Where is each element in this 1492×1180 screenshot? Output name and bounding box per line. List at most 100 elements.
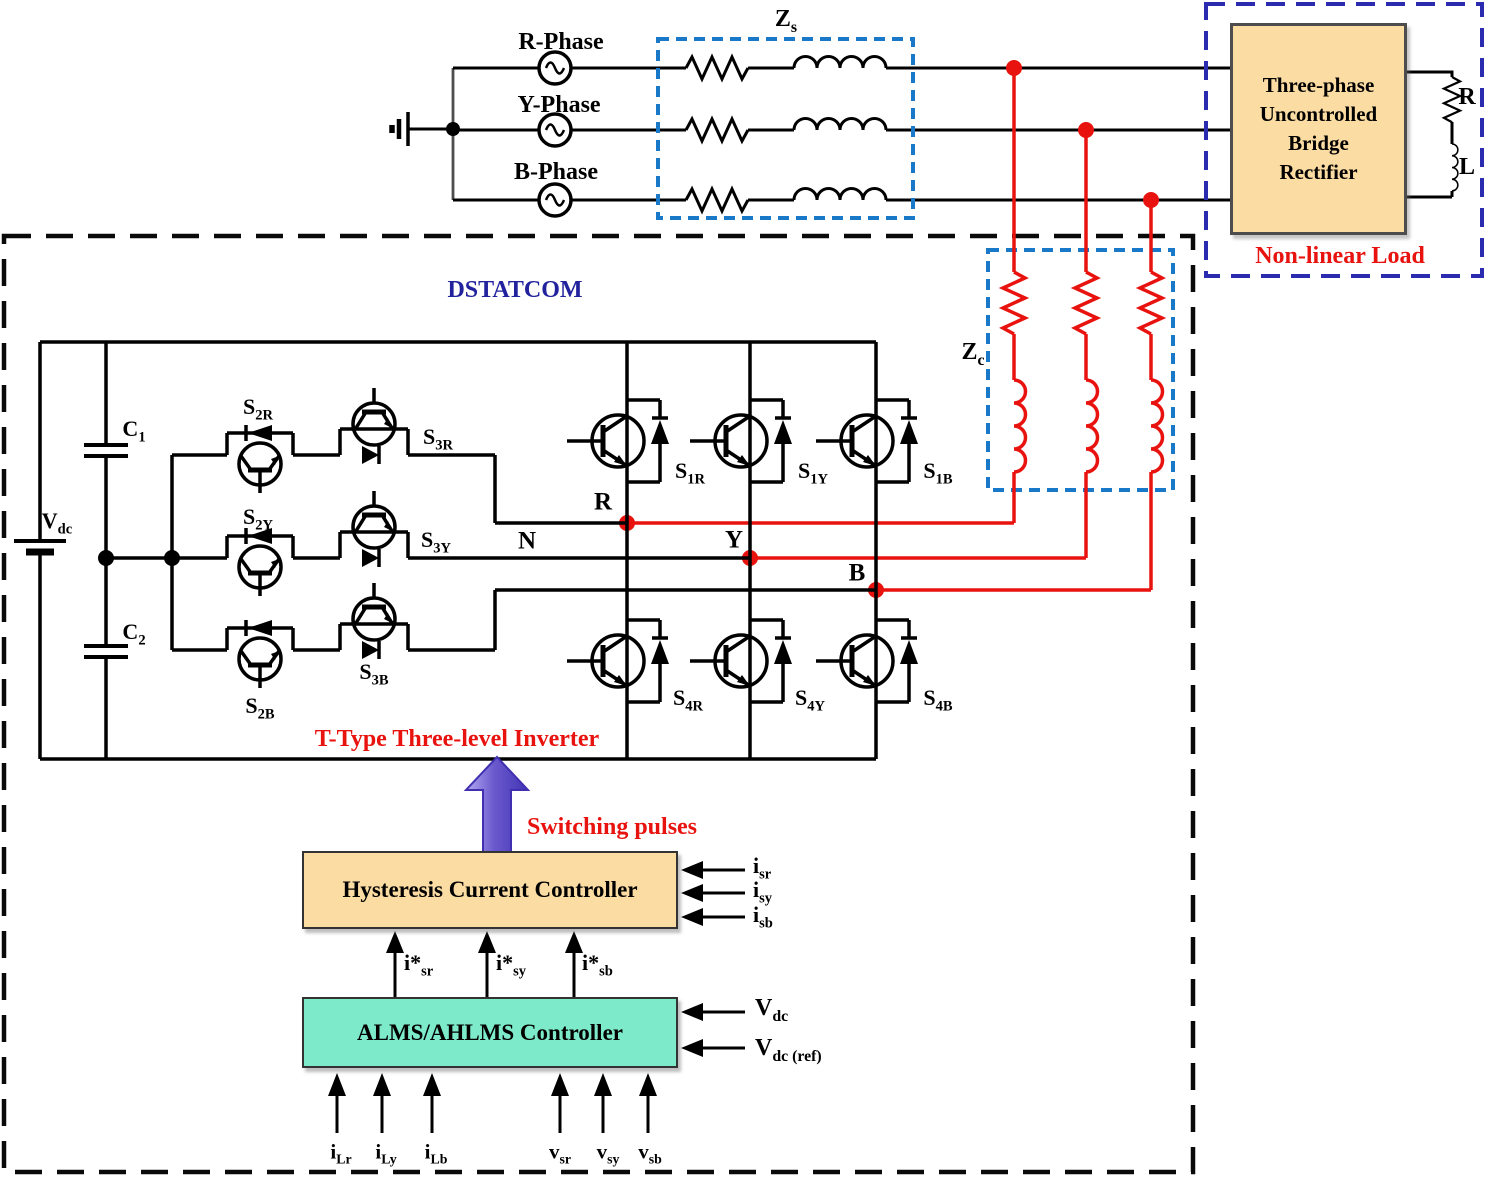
zc-inductor-r bbox=[1012, 378, 1028, 474]
ref-sr-arrowhead bbox=[386, 931, 404, 953]
switch-s2r bbox=[227, 425, 293, 493]
capacitor-plates bbox=[84, 443, 128, 659]
ref-current-sr-label: i*sr bbox=[404, 950, 434, 980]
zc-branch-b-wire bbox=[876, 200, 1153, 592]
vdcref-input-label: Vdc (ref) bbox=[755, 1035, 822, 1065]
vdcref-arrowhead bbox=[681, 1039, 703, 1057]
switch-s3r bbox=[340, 388, 408, 464]
midpoint-dot bbox=[98, 550, 114, 566]
switch-s4y bbox=[690, 620, 792, 702]
hysteresis-controller-label: Hysteresis Current Controller bbox=[342, 877, 638, 902]
b-phase-ac-source-icon bbox=[537, 182, 573, 218]
inverter-caption: T-Type Three-level Inverter bbox=[314, 726, 600, 752]
vdc-input-label: Vdc bbox=[755, 995, 789, 1025]
r-phase-label: R-Phase bbox=[518, 29, 604, 55]
coupling-branches bbox=[627, 68, 1165, 592]
zc-resistor-r bbox=[1001, 270, 1027, 336]
rectifier-line-1: Three-phase bbox=[1262, 73, 1375, 97]
y-phase-ac-source-icon bbox=[537, 112, 573, 148]
ground-symbol bbox=[389, 112, 453, 146]
zc-branch-y-wire bbox=[750, 130, 1088, 560]
s3b-label: S3B bbox=[359, 659, 389, 689]
b-phase-source-inductor bbox=[792, 187, 888, 202]
rectifier-line-4: Rectifier bbox=[1279, 160, 1358, 184]
node-r-label: R bbox=[593, 488, 613, 516]
r-phase-source-resistor bbox=[684, 55, 750, 81]
s3r-label: S3R bbox=[423, 424, 453, 454]
rectifier-rl-load bbox=[1407, 70, 1462, 199]
switch-s3y bbox=[340, 491, 408, 567]
switch-s4b bbox=[816, 620, 918, 702]
control-signal-arrows bbox=[328, 861, 745, 1133]
zc-inductor-b bbox=[1149, 378, 1165, 474]
vsy-input-label: vsy bbox=[596, 1139, 620, 1167]
ref-sy-arrowhead bbox=[478, 931, 496, 953]
vsr-arrowhead bbox=[551, 1073, 569, 1096]
ilb-arrowhead bbox=[423, 1073, 441, 1096]
ilr-arrowhead bbox=[328, 1073, 346, 1096]
nonlinear-load-caption: Non-linear Load bbox=[1255, 243, 1425, 269]
phase-legs bbox=[625, 342, 878, 759]
dstatcom-title: DSTATCOM bbox=[447, 277, 583, 303]
clamp-branch-b bbox=[172, 588, 876, 652]
s1b-label: S1B bbox=[923, 458, 953, 488]
switch-s3b bbox=[340, 583, 408, 659]
node-y-label: Y bbox=[724, 526, 744, 554]
hysteresis-controller-box: Hysteresis Current Controller bbox=[302, 851, 678, 929]
zs-impedance-box bbox=[656, 37, 915, 220]
isb-input-label: isb bbox=[753, 902, 773, 932]
switching-pulses-label: Switching pulses bbox=[526, 814, 698, 840]
ref-current-sy-label: i*sy bbox=[496, 950, 527, 980]
y-phase-source-resistor bbox=[684, 117, 750, 143]
rectifier-line-3: Bridge bbox=[1288, 131, 1349, 155]
isy-input-label: isy bbox=[753, 877, 773, 907]
zc-resistor-y bbox=[1073, 270, 1099, 336]
three-phase-source bbox=[389, 50, 1230, 218]
isb-arrowhead bbox=[681, 908, 703, 926]
dstatcom-box bbox=[1, 233, 1196, 1175]
s4r-label: S4R bbox=[673, 685, 703, 715]
alms-controller-box: ALMS/AHLMS Controller bbox=[302, 997, 678, 1068]
load-r-label: R bbox=[1458, 84, 1476, 110]
ilr-input-label: iLr bbox=[330, 1139, 352, 1167]
s1y-label: S1Y bbox=[798, 458, 828, 488]
s4y-label: S4Y bbox=[795, 685, 825, 715]
load-inductor bbox=[1451, 143, 1459, 192]
s2r-label: S2R bbox=[243, 394, 273, 424]
rectifier-box: Three-phase Uncontrolled Bridge Rectifie… bbox=[1230, 23, 1407, 235]
zc-branch-r-wire bbox=[627, 68, 1016, 525]
switch-s1b bbox=[816, 400, 918, 482]
r-phase-source-inductor bbox=[792, 55, 888, 70]
y-phase-label: Y-Phase bbox=[517, 92, 601, 118]
s2b-label: S2B bbox=[245, 693, 275, 723]
switch-s1r bbox=[567, 400, 669, 482]
isy-arrowhead bbox=[681, 884, 703, 902]
alms-controller-label: ALMS/AHLMS Controller bbox=[357, 1019, 623, 1045]
r-phase-ac-source-icon bbox=[537, 50, 573, 86]
switching-pulses-arrow bbox=[463, 755, 531, 853]
load-l-label: L bbox=[1458, 154, 1476, 180]
s2y-label: S2Y bbox=[243, 504, 273, 534]
node-b-label: B bbox=[848, 559, 866, 587]
switch-s2y bbox=[227, 528, 293, 596]
s3y-label: S3Y bbox=[421, 527, 451, 557]
switch-s1y bbox=[690, 400, 792, 482]
isr-input-label: isr bbox=[753, 853, 772, 883]
vdc-battery bbox=[14, 342, 66, 759]
ref-sb-arrowhead bbox=[565, 931, 583, 953]
switch-s4r bbox=[567, 620, 669, 702]
ily-arrowhead bbox=[373, 1073, 391, 1096]
y-phase-source-inductor bbox=[792, 117, 888, 132]
vsy-arrowhead bbox=[594, 1073, 612, 1096]
c2-label: C2 bbox=[122, 619, 146, 649]
clamp-branch-r bbox=[172, 453, 627, 525]
zc-resistor-b bbox=[1138, 270, 1164, 336]
rectifier-line-2: Uncontrolled bbox=[1259, 102, 1378, 126]
vdc-arrowhead bbox=[681, 1003, 703, 1021]
zc-inductor-y bbox=[1084, 378, 1100, 474]
s1r-label: S1R bbox=[675, 458, 705, 488]
zs-label: Zs bbox=[774, 6, 798, 36]
b-phase-label: B-Phase bbox=[514, 159, 598, 185]
